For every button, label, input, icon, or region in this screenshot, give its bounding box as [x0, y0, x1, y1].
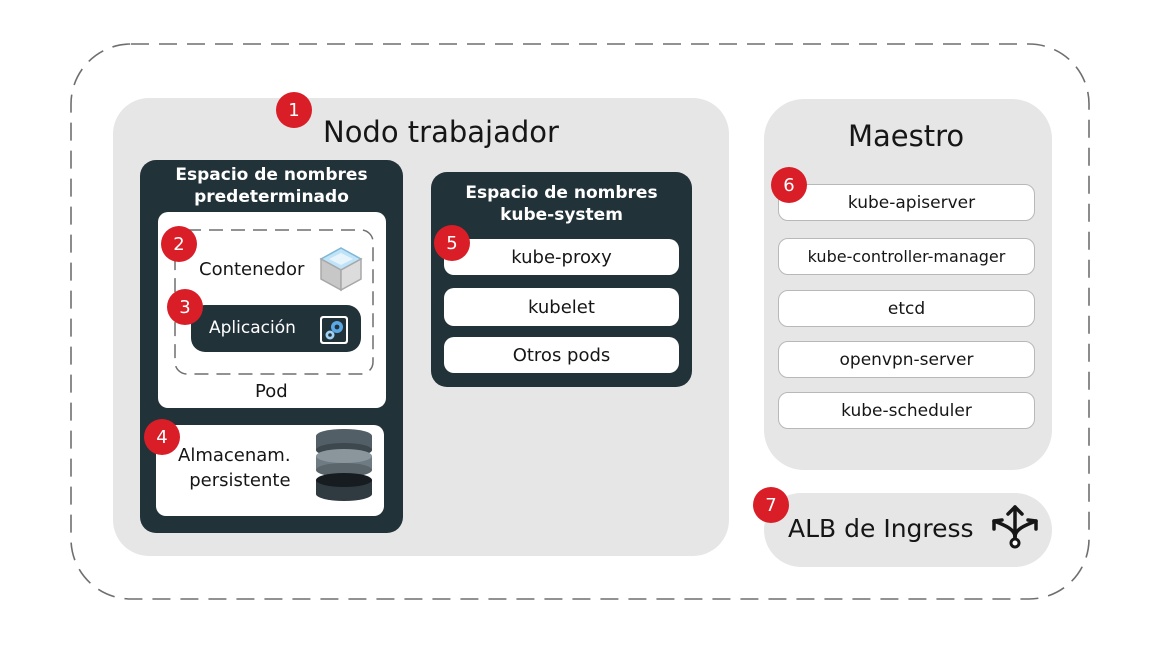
gear-app-icon	[320, 316, 348, 344]
database-icon	[316, 429, 372, 501]
ingress-arrows-icon	[992, 505, 1038, 549]
worker-node-title: Nodo trabajador	[323, 115, 559, 149]
default-namespace-title: Espacio de nombres predeterminado	[140, 164, 403, 208]
kubelet-item: kubelet	[444, 288, 679, 326]
application-label: Aplicación	[209, 318, 296, 338]
default-namespace-title-line2: predeterminado	[194, 187, 349, 207]
ingress-label: ALB de Ingress	[788, 514, 974, 543]
ingress-badge: 7	[753, 487, 789, 523]
cluster-boundary	[70, 43, 1090, 600]
storage-label-line1: Almacenam.	[178, 445, 291, 466]
storage-badge: 4	[144, 419, 180, 455]
kube-system-namespace-title: Espacio de nombres kube-system	[431, 182, 692, 226]
master-title: Maestro	[848, 119, 965, 153]
kube-controller-manager-item: kube-controller-manager	[778, 238, 1035, 275]
storage-label: Almacenam. persistente	[178, 443, 291, 493]
container-cube-icon	[319, 247, 363, 292]
kube-system-title-line2: kube-system	[500, 205, 623, 225]
master-badge: 6	[771, 167, 807, 203]
kube-proxy-item: kube-proxy	[444, 239, 679, 275]
default-namespace-title-line1: Espacio de nombres	[175, 165, 368, 185]
container-badge: 2	[161, 226, 197, 262]
pod-label: Pod	[255, 381, 288, 402]
openvpn-server-item: openvpn-server	[778, 341, 1035, 378]
worker-node-badge: 1	[276, 92, 312, 128]
storage-label-line2: persistente	[189, 470, 291, 491]
kube-apiserver-item: kube-apiserver	[778, 184, 1035, 221]
kube-system-badge: 5	[434, 225, 470, 261]
other-pods-item: Otros pods	[444, 337, 679, 373]
etcd-item: etcd	[778, 290, 1035, 327]
application-badge: 3	[167, 289, 203, 325]
kube-scheduler-item: kube-scheduler	[778, 392, 1035, 429]
container-label: Contenedor	[199, 259, 305, 280]
kube-system-title-line1: Espacio de nombres	[465, 183, 658, 203]
ingress-panel	[764, 493, 1052, 567]
